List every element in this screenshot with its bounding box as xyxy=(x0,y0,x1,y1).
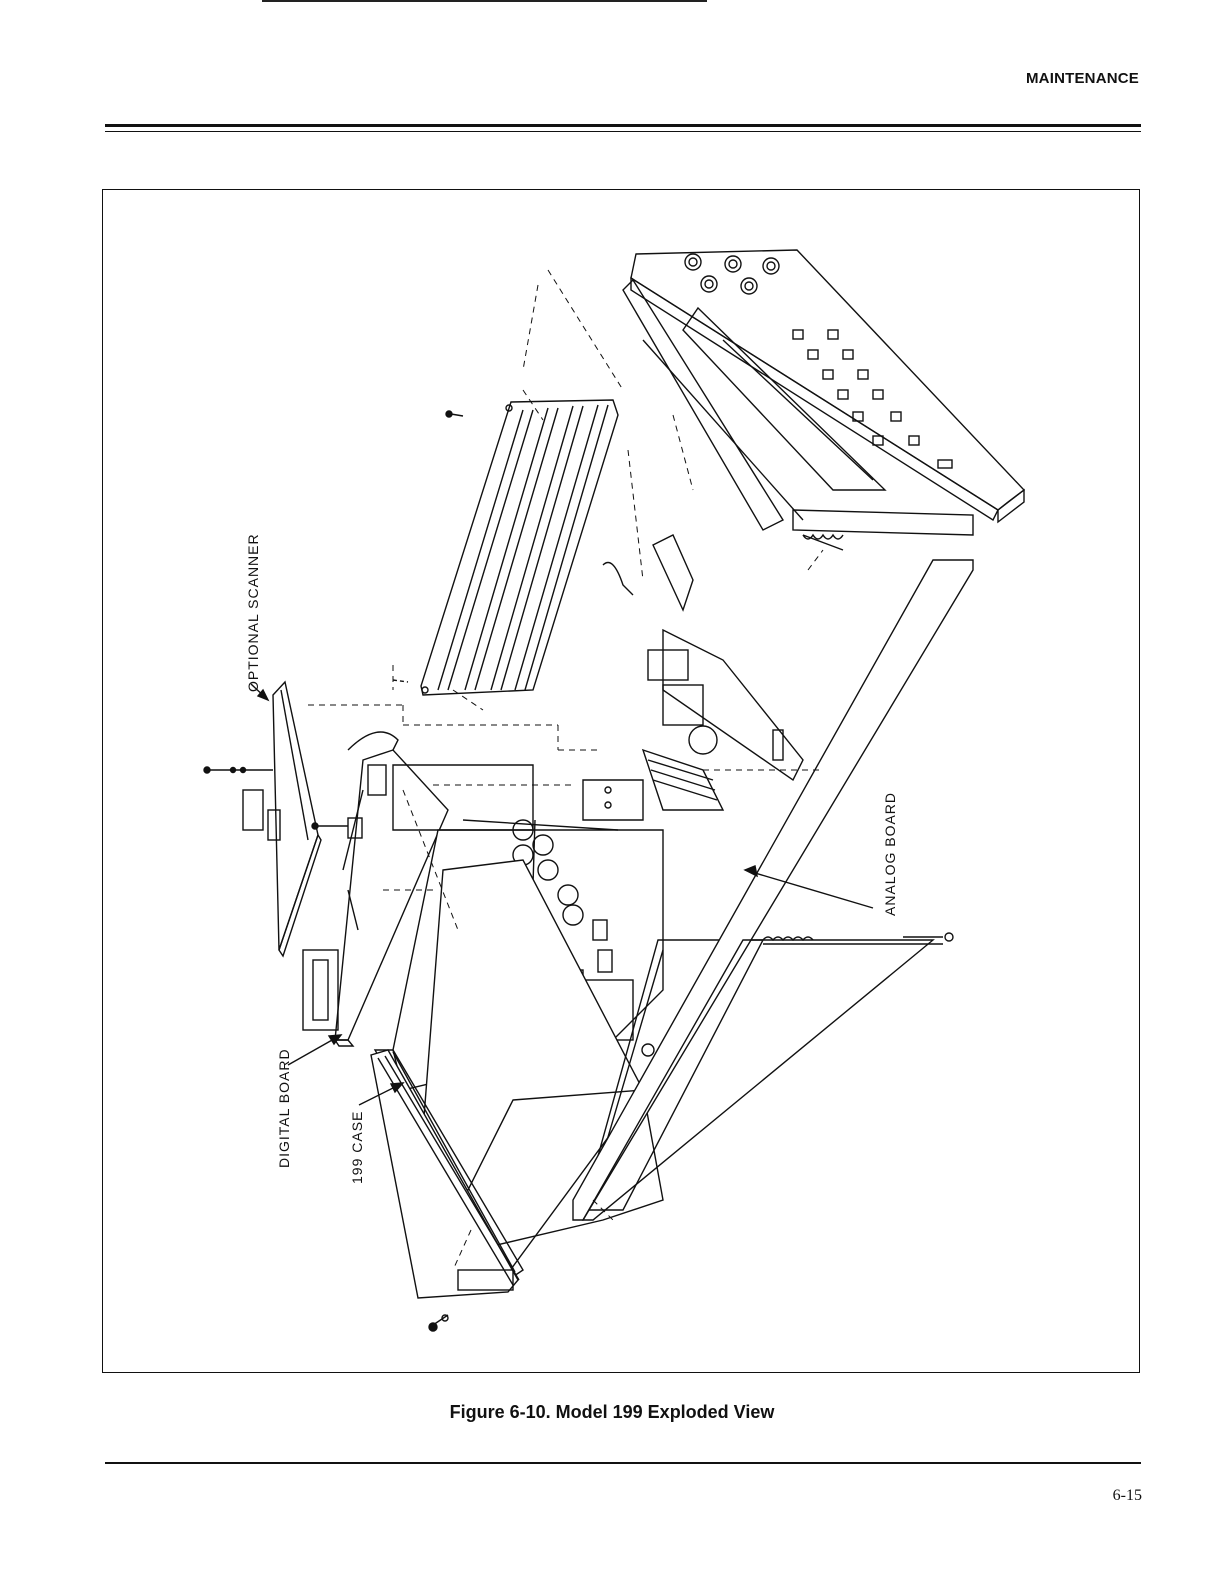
digital-board-label: DIGITAL BOARD xyxy=(276,1048,292,1168)
page-number: 6-15 xyxy=(1113,1487,1142,1505)
figure-caption: Figure 6-10. Model 199 Exploded View xyxy=(0,1402,1224,1423)
optional-scanner-label: OPTIONAL SCANNER xyxy=(245,533,261,692)
case-label: 199 CASE xyxy=(349,1111,365,1184)
scanner-board xyxy=(204,682,321,956)
figure-frame: OPTIONAL SCANNER DIGITAL BOARD 199 CASE … xyxy=(102,189,1140,1373)
exploded-view-drawing xyxy=(103,190,1139,1372)
top-edge-rule xyxy=(262,0,707,2)
analog-board-label: ANALOG BOARD xyxy=(882,792,898,916)
header-rule-thin xyxy=(105,131,1141,132)
footer-rule xyxy=(105,1462,1141,1464)
shield-cover xyxy=(393,400,618,695)
header-rule xyxy=(105,124,1141,127)
section-header: MAINTENANCE xyxy=(1026,70,1139,87)
front-panel xyxy=(623,250,1024,550)
